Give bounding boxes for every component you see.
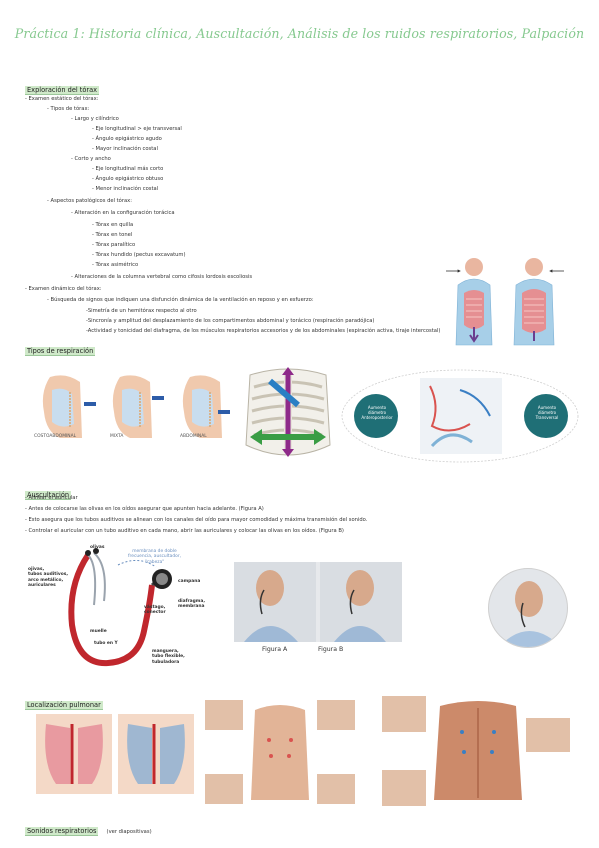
outline-line: - Búsqueda de signos que indiquen una di…	[47, 297, 314, 303]
lung-anatomy	[36, 714, 196, 794]
section-exploracion: Exploración del tórax	[25, 77, 100, 96]
page-title: Práctica 1: Historia clínica, Auscultaci…	[14, 26, 585, 41]
outline-line: - Tórax paralítico	[92, 242, 136, 248]
outline-line: - Mayor inclinación costal	[92, 146, 158, 152]
circular-photo	[488, 568, 568, 648]
section-heading: Sonidos respiratorios	[25, 827, 99, 836]
outline-line: - Largo y cilíndrico	[71, 116, 119, 122]
outline-line: - Alteraciones de la columna vertebral c…	[71, 274, 253, 280]
outline-line: - Corto y ancho	[71, 156, 111, 162]
section-heading: Tipos de respiración	[25, 347, 96, 356]
outline-line: - Examen dinámico del tórax:	[25, 286, 102, 292]
outline-line: - Menor inclinación costal	[92, 186, 159, 192]
figure-a-label: Figura A	[262, 646, 288, 653]
ausc-line: - Controlar el auricular con un tubo aud…	[25, 528, 344, 534]
ribcage-illustration	[240, 365, 336, 465]
label-campana: campana	[178, 579, 201, 584]
label-vastago: vástago, conector	[144, 605, 166, 616]
breathing-illustration	[444, 255, 574, 350]
ausc-line: - Esto asegura que los tubos auditivos s…	[25, 517, 368, 523]
section-auscultacion: Auscultación	[25, 482, 72, 501]
stethoscope-diagram: olivas ojivas, tubos auditivos, arco met…	[28, 545, 228, 675]
torso-caption: COSTOABDOMINAL	[34, 434, 77, 439]
outline-line: - Tórax en tonel	[92, 232, 133, 238]
diameter-label-ap: Aumento diámetro Anteroposterior	[361, 405, 393, 420]
section-localizacion: Localización pulmonar	[25, 692, 103, 711]
torso-caption: MIXTA	[110, 434, 124, 439]
torso-caption: ABDOMINAL	[180, 434, 207, 439]
figure-b-label: Figura B	[318, 646, 344, 653]
label-tubos: ojivas, tubos auditivos, arco metálico, …	[28, 567, 69, 588]
outline-line: - Ángulo epigástrico agudo	[92, 136, 162, 142]
outline-line: - Eje longitudinal más corto	[92, 166, 164, 172]
section-tipos-respiracion: Tipos de respiración	[25, 338, 96, 357]
outline-line: - Tórax en quilla	[92, 222, 134, 228]
outline-line: -Simetría de un hemitórax respecto al ot…	[86, 308, 197, 314]
outline-line: - Alteración en la configuración torácic…	[71, 210, 175, 216]
section-heading: Exploración del tórax	[25, 86, 100, 95]
outline-line: - Tipos de tórax:	[47, 106, 90, 112]
section-heading: Localización pulmonar	[25, 701, 103, 710]
outline-line: - Tórax hundido (pectus excavatum)	[92, 252, 186, 258]
label-membrana: membrana de doble frecuencia, auscultado…	[128, 549, 182, 565]
label-olivas: olivas	[90, 545, 105, 550]
sonidos-note: (ver diapositivas)	[106, 829, 152, 835]
label-diafragma: diafragma, membrana	[178, 599, 205, 610]
palpation-montage-2	[382, 696, 572, 806]
ausc-line: - Antes de colocarse las olivas en los o…	[25, 506, 264, 512]
diameter-label-transversal: Aumento diámetro Transversal	[535, 405, 559, 420]
torso-figures: COSTOABDOMINAL MIXTA ABDOMINAL	[30, 372, 230, 467]
label-tubo-y: tubo en Y	[94, 641, 118, 646]
ausc-line: - Alinear el auricular	[25, 495, 78, 501]
outline-line: - Eje longitudinal > eje transversal	[92, 126, 182, 132]
label-manguera: manguera, tubo flexible, tubuladora	[152, 649, 185, 665]
outline-line: - Ángulo epigástrico obtuso	[92, 176, 164, 182]
label-muelle: muelle	[90, 629, 107, 634]
outline-line: -Sincronía y amplitud del desplazamiento…	[86, 318, 375, 324]
section-sonidos: Sonidos respiratorios (ver diapositivas)	[25, 818, 152, 837]
outline-line: - Aspectos patológicos del tórax:	[47, 198, 132, 204]
palpation-montage-1	[205, 700, 355, 804]
outline-line: -Actividad y tonicidad del diafragma, de…	[86, 328, 441, 334]
outline-line: - Examen estático del tórax:	[25, 96, 99, 102]
outline-line: - Tórax asimétrico	[92, 262, 139, 268]
diameter-diagram: Aumento diámetro Anteroposterior Aumento…	[340, 366, 580, 466]
section-heading: Auscultación	[25, 491, 72, 500]
figure-photos	[234, 562, 402, 642]
